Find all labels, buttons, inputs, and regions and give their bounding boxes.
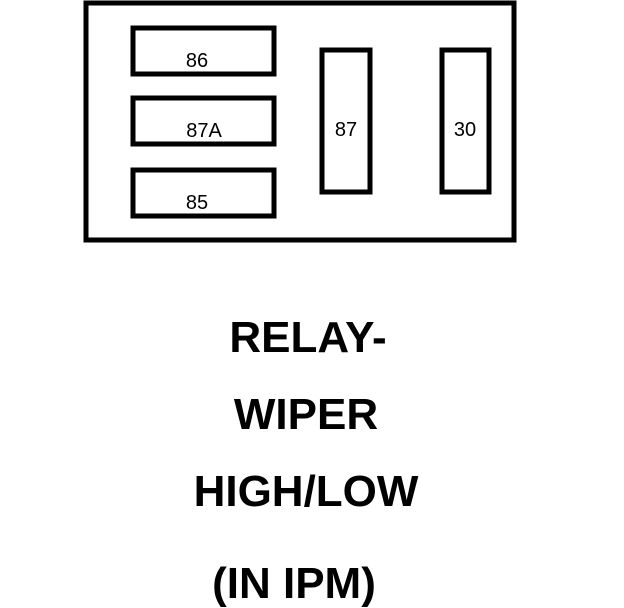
caption-line-4: (IN IPM)	[212, 559, 376, 608]
terminal-87a-label: 87A	[186, 120, 222, 142]
caption-line-1: RELAY-	[229, 313, 387, 362]
relay-housing	[83, 0, 517, 243]
terminal-30	[439, 47, 492, 195]
terminal-87	[319, 47, 373, 195]
caption-line-2: WIPER	[233, 390, 379, 439]
terminal-87a	[130, 95, 277, 147]
terminal-85-label: 85	[186, 192, 208, 214]
terminal-87-label: 87	[335, 119, 357, 141]
terminal-30-label: 30	[454, 119, 476, 141]
terminal-86-label: 86	[186, 50, 208, 72]
relay-diagram: 86 87A 85 87 30	[83, 0, 517, 243]
caption-line-3: HIGH/LOW	[193, 467, 419, 516]
terminal-85	[130, 167, 277, 219]
terminal-86	[130, 25, 277, 77]
